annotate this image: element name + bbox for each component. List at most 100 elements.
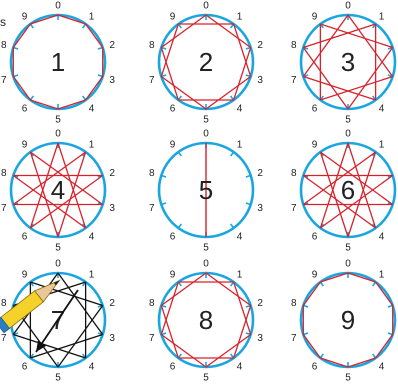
- chord: [347, 151, 377, 238]
- tick-label: 9: [170, 269, 176, 280]
- chord: [319, 151, 394, 206]
- tick-label: 0: [55, 259, 61, 270]
- arrow-shaft: [35, 289, 79, 353]
- panel-number: 6: [341, 175, 355, 205]
- chord: [302, 151, 377, 206]
- tick-label: 5: [345, 115, 351, 126]
- panel-9: 01234567899: [291, 259, 397, 384]
- tick-mark: [302, 74, 309, 78]
- chord: [375, 281, 394, 306]
- tick-label: 6: [170, 362, 176, 373]
- tick-label: 9: [312, 139, 318, 150]
- chord: [347, 142, 377, 229]
- tick-label: 0: [55, 129, 61, 140]
- tick-label: 4: [237, 104, 243, 115]
- tick-label: 4: [89, 362, 95, 373]
- tick-label: 8: [291, 168, 297, 179]
- chord: [375, 334, 394, 359]
- tick-label: 5: [203, 373, 209, 384]
- chord: [57, 99, 86, 110]
- tick-label: 4: [237, 232, 243, 243]
- chord: [233, 47, 252, 101]
- tick-label: 8: [291, 298, 297, 309]
- chord: [302, 281, 321, 306]
- chord: [302, 47, 349, 110]
- panel-3: 01234567893: [291, 1, 397, 126]
- panel-number: 1: [51, 47, 65, 77]
- panel-7: 01234567897: [1, 259, 115, 384]
- chord: [30, 14, 59, 25]
- tick-label: 7: [1, 333, 7, 344]
- chord: [319, 142, 349, 229]
- panel-number: 3: [341, 47, 355, 77]
- tick-label: 4: [89, 104, 95, 115]
- chord: [30, 99, 59, 110]
- chord: [57, 142, 87, 229]
- chord: [205, 14, 252, 49]
- tick-label: 0: [345, 259, 351, 270]
- chord: [233, 281, 252, 335]
- pencil-lead: [53, 280, 60, 286]
- chord: [160, 23, 179, 77]
- tick-label: 8: [1, 168, 7, 179]
- tick-mark: [177, 223, 182, 230]
- chord: [205, 333, 252, 368]
- tick-label: 1: [379, 11, 385, 22]
- tick-label: 7: [291, 203, 297, 214]
- tick-label: 0: [345, 129, 351, 140]
- tick-mark: [177, 95, 182, 102]
- tick-label: 2: [257, 168, 263, 179]
- tick-label: 6: [170, 232, 176, 243]
- chord: [160, 75, 207, 110]
- chord: [302, 14, 349, 77]
- tick-label: 5: [345, 243, 351, 254]
- chord: [85, 23, 104, 48]
- tick-label: 5: [345, 373, 351, 384]
- tick-label: 9: [170, 11, 176, 22]
- tick-label: 3: [109, 75, 115, 86]
- arrow-head: [36, 340, 46, 352]
- tick-label: 8: [149, 168, 155, 179]
- chord: [160, 14, 207, 49]
- chord: [160, 281, 179, 335]
- tick-label: 7: [291, 333, 297, 344]
- tick-label: 6: [170, 104, 176, 115]
- tick-label: 7: [1, 203, 7, 214]
- tick-label: 4: [379, 362, 385, 373]
- chord: [12, 151, 87, 206]
- tick-label: 1: [89, 269, 95, 280]
- tick-label: 6: [22, 362, 28, 373]
- tick-label: 0: [203, 259, 209, 270]
- tick-label: 8: [291, 40, 297, 51]
- tick-label: 3: [257, 203, 263, 214]
- tick-label: 4: [89, 232, 95, 243]
- tick-mark: [245, 202, 252, 206]
- tick-label: 0: [345, 1, 351, 12]
- tick-label: 2: [257, 298, 263, 309]
- panel-number: 9: [341, 305, 355, 335]
- chord: [233, 305, 252, 359]
- tick-mark: [245, 174, 252, 178]
- tick-label: 8: [1, 40, 7, 51]
- chord: [160, 272, 207, 307]
- chord: [57, 14, 86, 25]
- chord: [233, 23, 252, 77]
- tick-label: 6: [312, 362, 318, 373]
- tick-label: 9: [312, 11, 318, 22]
- chord: [319, 174, 394, 229]
- chord: [303, 75, 376, 101]
- tick-label: 4: [379, 104, 385, 115]
- tick-label: 3: [109, 333, 115, 344]
- tick-mark: [230, 95, 235, 102]
- tick-label: 5: [203, 115, 209, 126]
- tick-label: 5: [55, 373, 61, 384]
- chord: [160, 333, 207, 368]
- chord: [57, 151, 87, 238]
- tick-label: 7: [149, 75, 155, 86]
- tick-label: 4: [379, 232, 385, 243]
- tick-mark: [230, 150, 235, 157]
